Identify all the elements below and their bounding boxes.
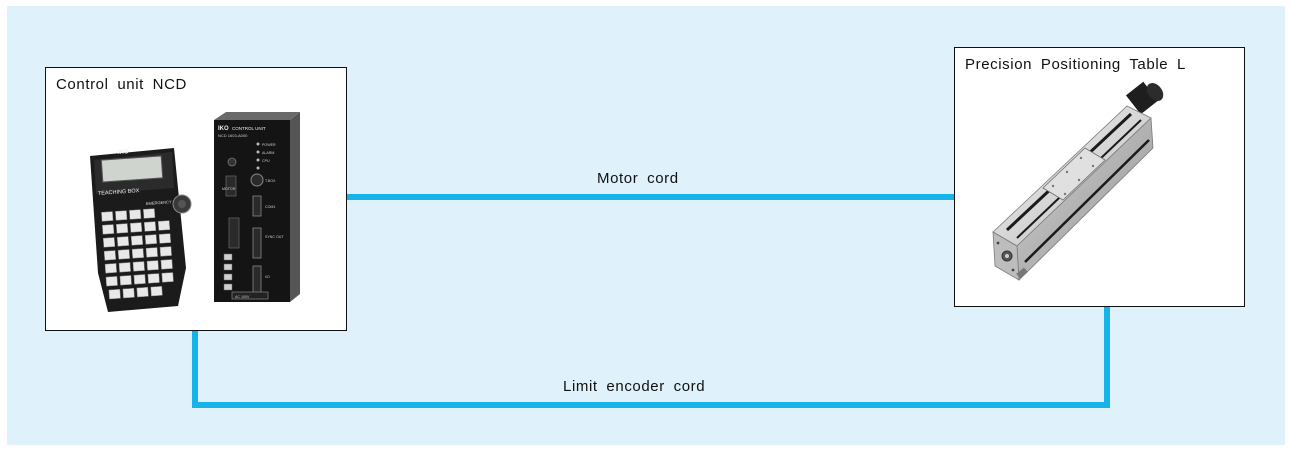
positioning-table-illustration [992, 81, 1164, 281]
controller-label-io: I/O [265, 275, 270, 279]
motor-cord-label: Motor cord [597, 170, 679, 187]
limit-encoder-cord-line [192, 306, 1110, 408]
controller-label-power: POWER [262, 143, 276, 147]
control-unit-title: Control unit NCD [56, 76, 187, 93]
table-motor [1125, 81, 1164, 115]
teaching-box-keypad [101, 208, 174, 300]
controller-name: CONTROL UNIT [232, 126, 266, 131]
controller-unit: IKO CONTROL UNIT NCD 1603-A000 [214, 112, 300, 302]
controller-label-motor: MOTOR [222, 187, 236, 191]
positioning-table-box: Precision Positioning Table L [954, 47, 1245, 307]
controller-label-com1: COM1 [265, 205, 275, 209]
positioning-table-title: Precision Positioning Table L [965, 56, 1186, 73]
controller-label-cpu: CPU [262, 159, 270, 163]
teaching-box-stop-label: EMERGENCY STOP [146, 198, 184, 206]
controller-label-ac: AC 100V [235, 295, 250, 299]
limit-encoder-cord-label: Limit encoder cord [563, 378, 706, 395]
teaching-box-name: TEACHING BOX [98, 188, 140, 197]
controller-label-tbox: T.BOX [265, 179, 276, 183]
teaching-box-brand: IKO [118, 149, 129, 156]
table-slide [1042, 147, 1106, 201]
controller-label-sync-out: SYNC OUT [265, 235, 284, 239]
controller-label-alarm: ALARM [262, 151, 274, 155]
control-unit-box: Control unit NCD IKO TEACHING BOX EMERGE… [45, 67, 347, 331]
controller-model: NCD 1603-A000 [218, 133, 248, 138]
controller-brand: IKO [218, 126, 229, 132]
control-unit-illustration: IKO TEACHING BOX EMERGENCY STOP [90, 112, 300, 312]
teaching-box-pendant: IKO TEACHING BOX EMERGENCY STOP [90, 148, 192, 312]
